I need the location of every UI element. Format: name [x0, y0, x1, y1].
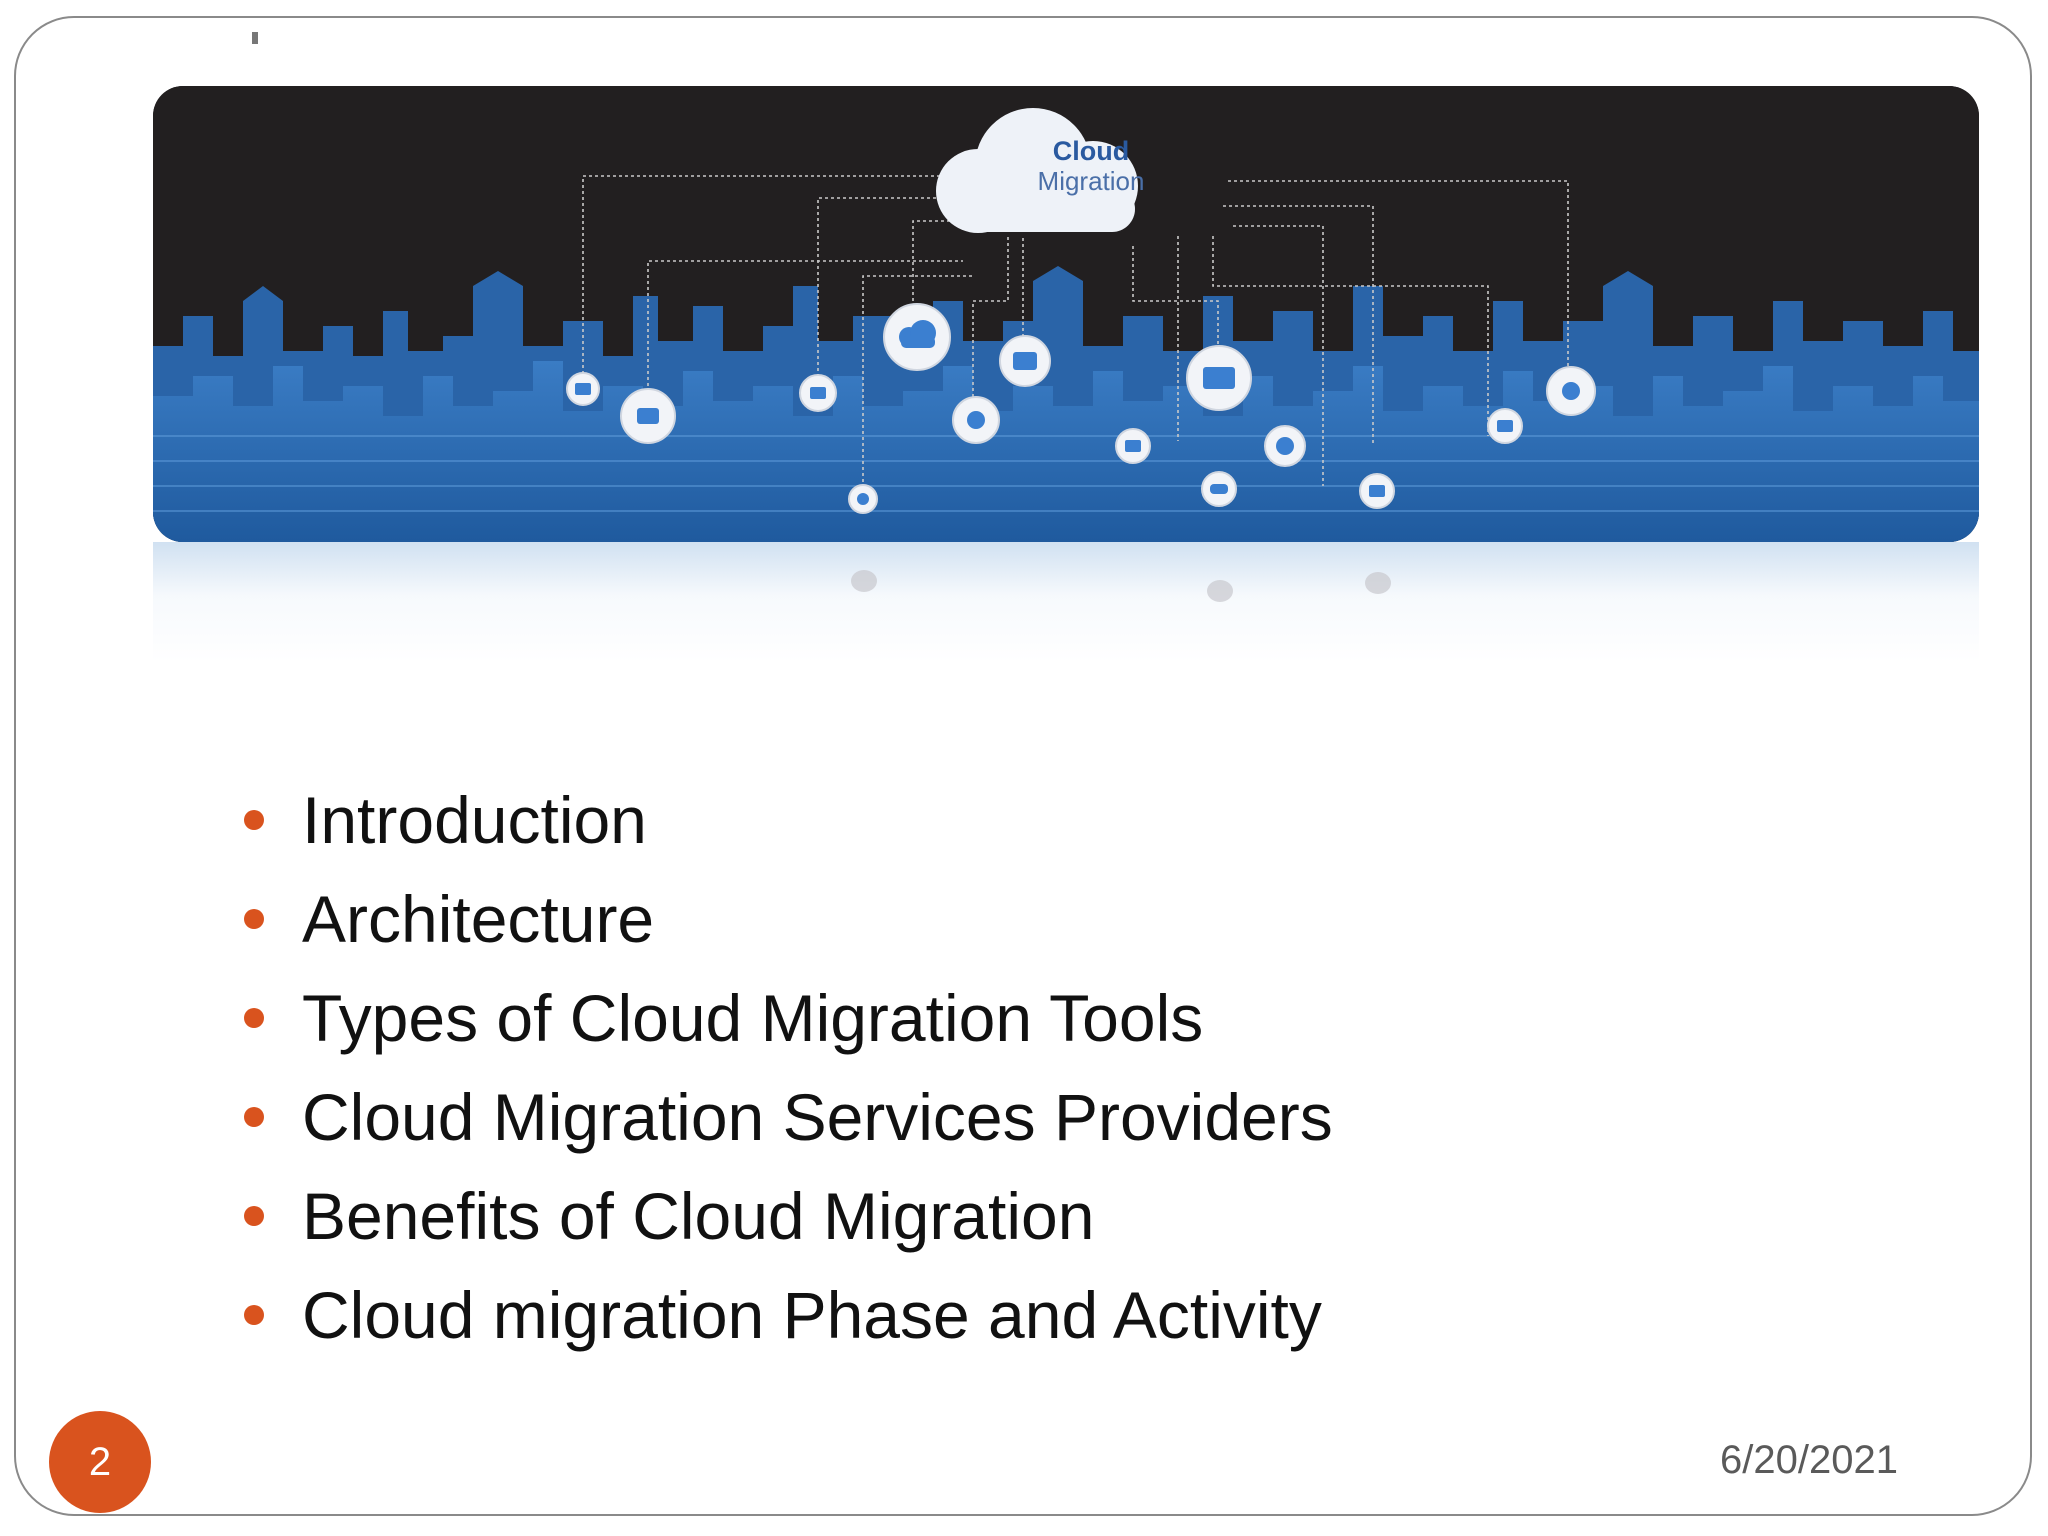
agenda-item: Benefits of Cloud Migration: [244, 1166, 1333, 1265]
agenda-item-text: Cloud Migration Services Providers: [302, 1079, 1333, 1154]
skyline-front: [153, 361, 1979, 542]
agenda-item-text: Benefits of Cloud Migration: [302, 1178, 1095, 1253]
bullet-icon: [244, 1106, 264, 1127]
device-glyphs: [575, 320, 1580, 505]
top-mark: [252, 32, 258, 44]
reflection-dot: [1365, 572, 1391, 594]
reflection-dot: [851, 570, 877, 592]
slide-date: 6/20/2021: [1720, 1438, 1898, 1482]
agenda-item-text: Types of Cloud Migration Tools: [302, 980, 1204, 1055]
agenda-item-text: Architecture: [302, 881, 655, 956]
agenda-item: Introduction: [244, 770, 1333, 869]
reflection-gradient: [153, 542, 1979, 662]
window-grid: [153, 435, 1979, 512]
agenda-item: Types of Cloud Migration Tools: [244, 968, 1333, 1067]
cloud-shape: [936, 108, 1138, 233]
bullet-icon: [244, 908, 264, 929]
agenda-item: Architecture: [244, 869, 1333, 968]
slide-frame: Cloud Migration: [14, 16, 2032, 1516]
banner-illustration: Cloud Migration: [153, 86, 1979, 542]
agenda-list: Introduction Architecture Types of Cloud…: [244, 770, 1333, 1364]
cloud-subtitle: Migration: [1038, 166, 1145, 196]
agenda-item-text: Introduction: [302, 782, 647, 857]
bullet-icon: [244, 1304, 264, 1325]
bullet-icon: [244, 1205, 264, 1226]
cloud-migration-banner: Cloud Migration: [153, 86, 1979, 542]
agenda-item-text: Cloud migration Phase and Activity: [302, 1277, 1322, 1352]
agenda-item: Cloud migration Phase and Activity: [244, 1265, 1333, 1364]
agenda-item: Cloud Migration Services Providers: [244, 1067, 1333, 1166]
cloud-title: Cloud: [1053, 136, 1129, 166]
bullet-icon: [244, 1007, 264, 1028]
bullet-icon: [244, 809, 264, 830]
reflection-dot: [1207, 580, 1233, 602]
page-number-badge: 2: [49, 1411, 151, 1513]
banner-reflection: [153, 542, 1979, 662]
